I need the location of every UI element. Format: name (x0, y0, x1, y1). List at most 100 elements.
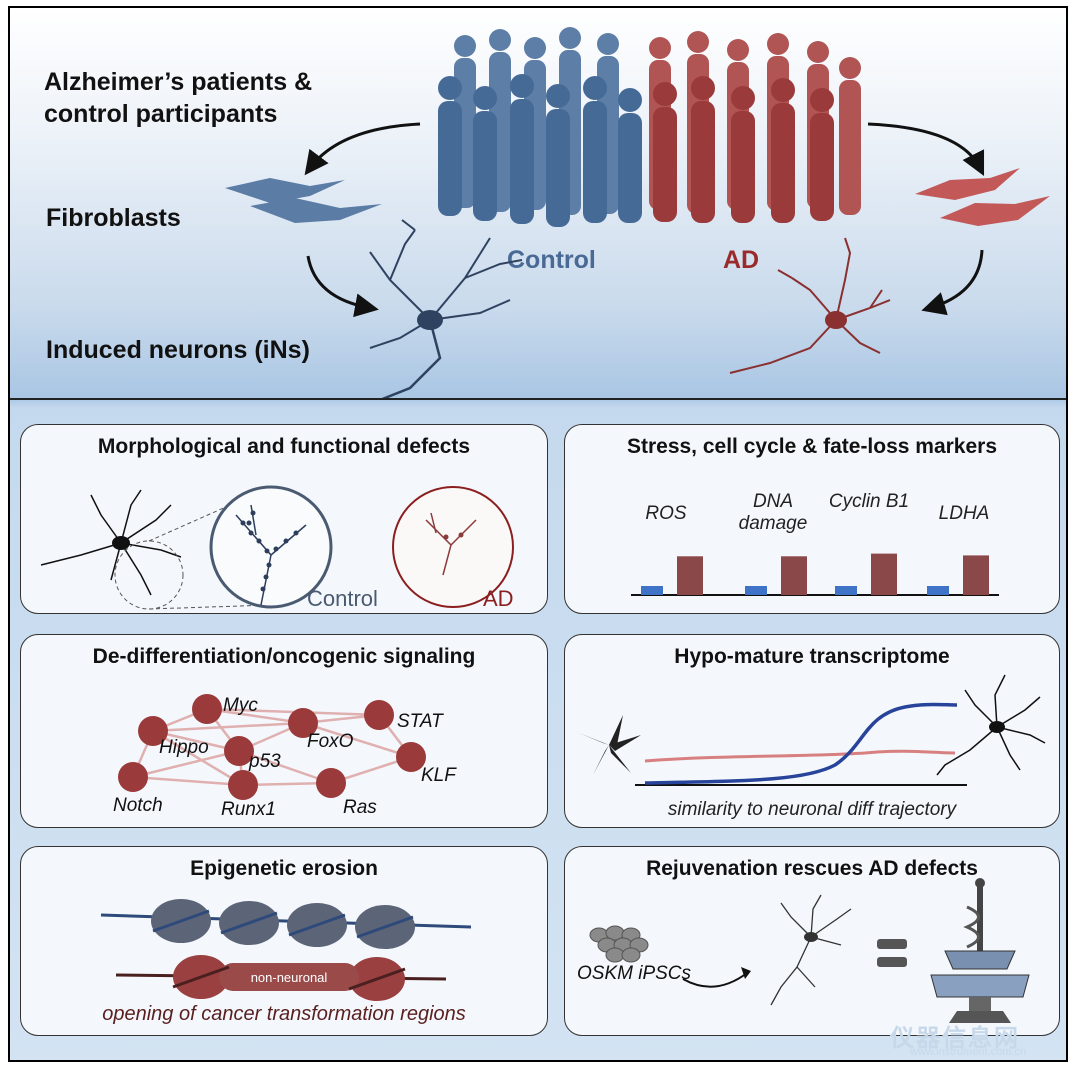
node-label-notch: Notch (113, 795, 163, 816)
trajectory-illustration (579, 674, 1046, 786)
node-hippo (138, 716, 168, 746)
node-notch (118, 762, 148, 792)
non-neuronal-label: non-neuronal (250, 970, 328, 985)
trajectory-caption: similarity to neuronal diff trajectory (667, 799, 957, 820)
control-neuron (369, 219, 523, 398)
bar-ldha-control (927, 586, 949, 595)
edge-hippo-foxo (152, 721, 304, 733)
edge-p53-ras (238, 749, 332, 785)
top-illustration (225, 27, 1050, 398)
node-label-runx1: Runx1 (221, 799, 276, 820)
rejuvenation-illustration (589, 878, 1030, 1023)
figure-frame: Alzheimer’s patients & control participa… (8, 6, 1068, 1062)
control-zoom-circle (209, 485, 333, 609)
ad-neuron-soma (825, 311, 847, 329)
node-label-ras: Ras (343, 797, 377, 818)
section-divider (10, 398, 1066, 400)
induced-neurons-label: Induced neurons (iNs) (46, 336, 310, 364)
arrow-to-control-fibroblasts (304, 122, 421, 176)
fountain-of-youth-icon (930, 878, 1030, 1023)
arrow-to-ad-fibroblasts (867, 122, 985, 177)
ad-group-label: AD (723, 246, 760, 274)
watermark-url: www.instrument.com.cn (910, 1046, 1027, 1058)
non-neuronal-region (219, 963, 359, 991)
panel-hypomature-title: Hypo-mature transcriptome (674, 645, 950, 668)
marker-bar-chart (631, 553, 999, 596)
arrow-to-ad-neuron (921, 249, 984, 316)
edge-foxo-klf (302, 721, 412, 759)
fibroblast-star-icon (579, 715, 641, 775)
arrow-to-control-neuron (306, 255, 379, 318)
node-klf (396, 742, 426, 772)
control-spines (240, 510, 299, 592)
ad-neuron (729, 237, 891, 374)
panel-rejuvenation-title: Rejuvenation rescues AD defects (646, 857, 978, 880)
panel-epigenetic-title: Epigenetic erosion (190, 857, 378, 880)
edge-hippo-runx1 (152, 729, 244, 787)
ipsc-label: OSKM iPSCs (577, 963, 692, 984)
panel-dedifferentiation: De-differentiation/oncogenic signaling M… (20, 634, 548, 828)
node-stat (364, 700, 394, 730)
rejuvenated-neuron-sketch (770, 894, 852, 1006)
panel-dedifferentiation-title: De-differentiation/oncogenic signaling (92, 645, 476, 668)
node-label-foxo: FoxO (307, 731, 354, 752)
morphology-illustration (40, 485, 514, 610)
epigenetic-caption: opening of cancer transformation regions (102, 1003, 466, 1025)
control-neuron-soma (417, 310, 443, 330)
ad-zoom-circle (392, 486, 514, 608)
patients-line-2: control participants (44, 100, 278, 128)
morph-control-label: Control (307, 586, 378, 611)
ad-trajectory-line (644, 749, 956, 763)
node-label-myc: Myc (223, 695, 258, 716)
chromatin-illustration (100, 899, 472, 1001)
node-p53 (224, 736, 254, 766)
panel-stress: Stress, cell cycle & fate-loss markers R… (564, 424, 1060, 614)
fibroblasts-label: Fibroblasts (46, 204, 181, 232)
marker-label-ldha: LDHA (938, 503, 990, 524)
node-runx1 (228, 770, 258, 800)
rejuvenation-arrow (682, 972, 748, 988)
ad-crowd (649, 31, 861, 223)
control-fibroblasts (225, 178, 382, 223)
bar-cyclin-b1-ad (871, 553, 897, 595)
ad-fibroblasts (915, 168, 1050, 226)
equals-sign-icon (877, 939, 907, 967)
panel-morphological: Morphological and functional defects (20, 424, 548, 614)
bar-ros-control (641, 586, 663, 595)
bar-dna-damage-ad (781, 556, 807, 595)
patients-label: Alzheimer’s patients & control participa… (44, 66, 312, 130)
node-myc (192, 694, 222, 724)
panel-stress-title: Stress, cell cycle & fate-loss markers (626, 435, 998, 458)
panel-hypomature: Hypo-mature transcriptome similarity to … (564, 634, 1060, 828)
marker-label-dna-damage: DNA damage (738, 491, 808, 534)
panel-rejuvenation: Rejuvenation rescues AD defects (564, 846, 1060, 1036)
marker-label-ros: ROS (645, 503, 687, 524)
panel-morphological-title: Morphological and functional defects (97, 435, 471, 458)
watermark-text: 仪器信息网 (890, 1025, 1020, 1052)
panel-epigenetic: Epigenetic erosion non-neuronal opening … (20, 846, 548, 1036)
morph-ad-label: AD (483, 586, 514, 611)
node-label-hippo: Hippo (159, 737, 209, 758)
marker-label-cyclin-b1: Cyclin B1 (828, 491, 910, 512)
node-label-stat: STAT (397, 711, 444, 732)
edge-myc-foxo (206, 707, 304, 725)
edge-notch-runx1 (132, 775, 244, 787)
mature-neuron-sketch (936, 674, 1046, 776)
control-trajectory-line (644, 702, 958, 785)
closed-nucleosomes (151, 899, 415, 949)
node-label-p53: p53 (248, 751, 281, 772)
patients-line-1: Alzheimer’s patients & (44, 68, 313, 96)
neuron-soma (112, 536, 130, 550)
bar-ldha-ad (963, 555, 989, 595)
control-crowd (438, 27, 642, 227)
bar-dna-damage-control (745, 586, 767, 595)
node-foxo (288, 708, 318, 738)
node-ras (316, 768, 346, 798)
bar-cyclin-b1-control (835, 586, 857, 595)
node-label-klf: KLF (421, 765, 457, 786)
edge-notch-p53 (132, 749, 240, 779)
ipsc-cluster-icon (589, 925, 649, 963)
zoom-region (114, 540, 184, 610)
bar-ros-ad (677, 556, 703, 595)
